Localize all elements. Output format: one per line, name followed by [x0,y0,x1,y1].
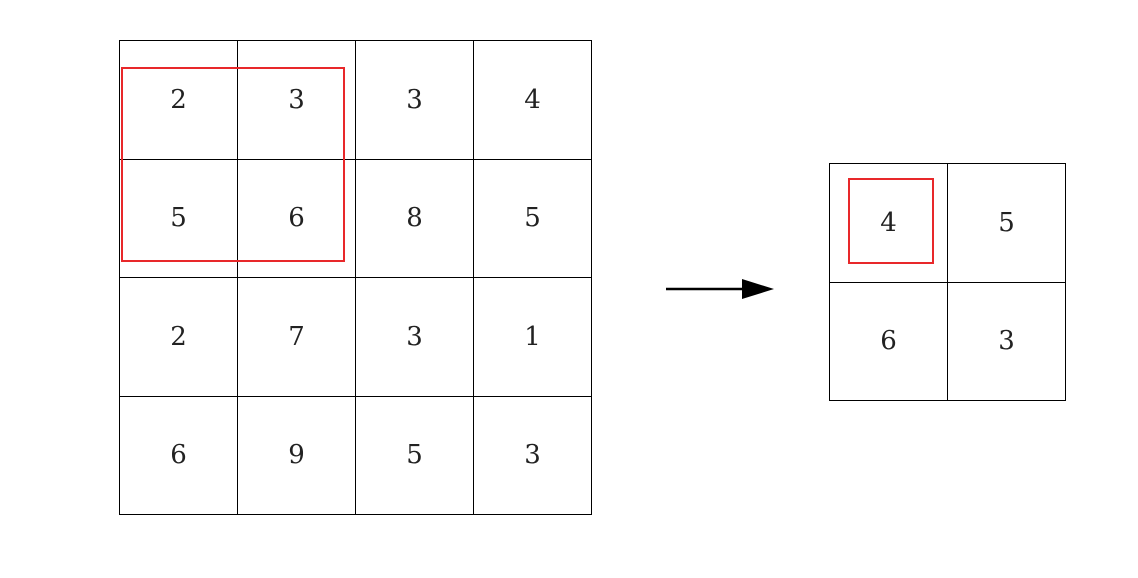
output-matrix: 4 5 6 3 [829,163,1066,401]
input-cell-r3-c2: 7 [238,278,356,397]
input-matrix: 2 3 3 4 5 6 8 5 2 7 3 1 6 9 5 3 [119,40,592,515]
input-cell-r2-c3: 8 [356,159,474,278]
input-cell-r4-c2: 9 [238,396,356,515]
output-cell-r1-c1: 4 [830,164,948,283]
input-cell-r2-c4: 5 [474,159,592,278]
output-cell-r2-c2: 3 [948,282,1066,401]
input-cell-r4-c3: 5 [356,396,474,515]
input-cell-r3-c3: 3 [356,278,474,397]
input-cell-r4-c4: 3 [474,396,592,515]
input-cell-r1-c4: 4 [474,41,592,160]
input-cell-r1-c3: 3 [356,41,474,160]
right-arrow-icon [666,279,774,299]
arrow-head [742,279,774,299]
input-cell-r2-c1: 5 [120,159,238,278]
output-cell-r1-c2: 5 [948,164,1066,283]
output-cell-r2-c1: 6 [830,282,948,401]
input-cell-r3-c4: 1 [474,278,592,397]
input-cell-r2-c2: 6 [238,159,356,278]
input-cell-r1-c2: 3 [238,41,356,160]
input-cell-r3-c1: 2 [120,278,238,397]
input-cell-r4-c1: 6 [120,396,238,515]
input-cell-r1-c1: 2 [120,41,238,160]
